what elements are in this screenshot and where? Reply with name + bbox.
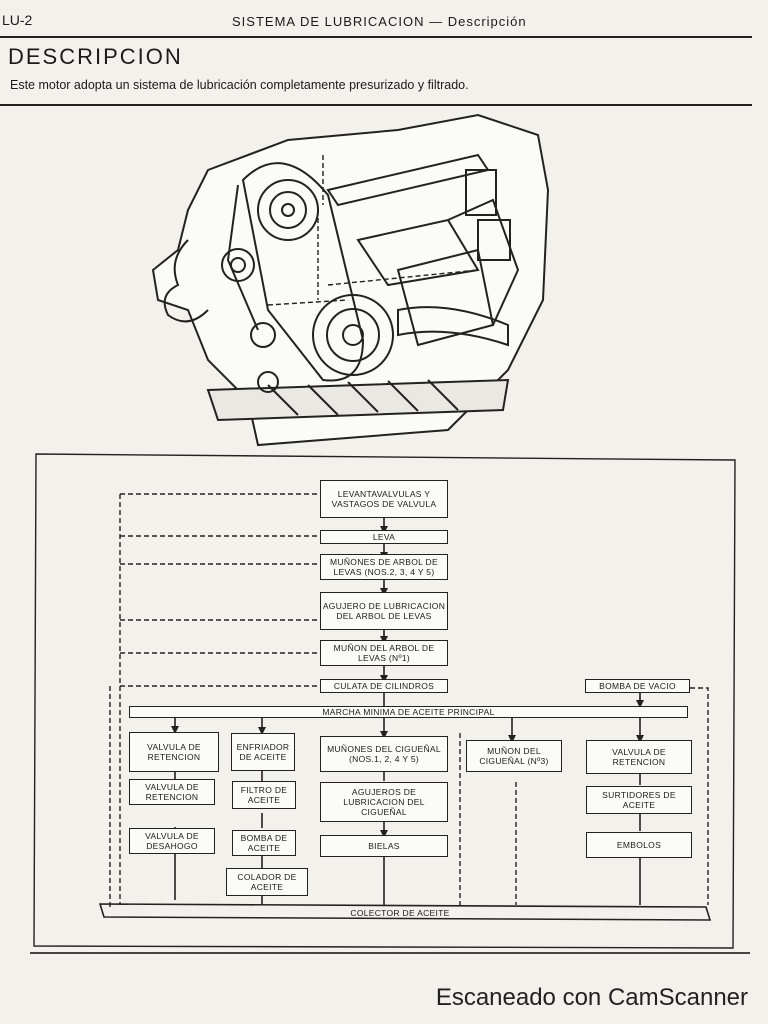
header-rule bbox=[0, 36, 752, 38]
intro-text: Este motor adopta un sistema de lubricac… bbox=[10, 78, 469, 92]
box-embolos: EMBOLOS bbox=[586, 832, 692, 858]
box-munon-arbol-1: MUÑON DEL ARBOL DE LEVAS (Nº1) bbox=[320, 640, 448, 666]
box-bomba-vacio: BOMBA DE VACIO bbox=[585, 679, 690, 693]
box-surtidores: SURTIDORES DE ACEITE bbox=[586, 786, 692, 814]
box-levantavalvulas: LEVANTAVALVULAS Y VASTAGOS DE VALVULA bbox=[320, 480, 448, 518]
intro-rule bbox=[0, 104, 752, 106]
box-valvula-retencion-1: VALVULA DE RETENCION bbox=[129, 732, 219, 772]
box-valvula-desahogo: VALVULA DE DESAHOGO bbox=[129, 828, 215, 854]
box-marcha-minima: MARCHA MINIMA DE ACEITE PRINCIPAL bbox=[129, 706, 688, 718]
box-valvula-retencion-right: VALVULA DE RETENCION bbox=[586, 740, 692, 774]
box-leva: LEVA bbox=[320, 530, 448, 544]
engine-illustration bbox=[151, 113, 550, 447]
page-number: LU-2 bbox=[2, 12, 33, 28]
box-munon-ciguenal-3: MUÑON DEL CIGUEÑAL (Nº3) bbox=[466, 740, 562, 772]
box-culata: CULATA DE CILINDROS bbox=[320, 679, 448, 693]
bottom-rule bbox=[30, 952, 750, 954]
box-filtro: FILTRO DE ACEITE bbox=[232, 781, 296, 809]
box-valvula-retencion-2: VALVULA DE RETENCION bbox=[129, 779, 215, 805]
box-munones-ciguenal: MUÑONES DEL CIGUEÑAL (Nos.1, 2, 4 y 5) bbox=[320, 736, 448, 772]
box-colador: COLADOR DE ACEITE bbox=[226, 868, 308, 896]
page-header: LU-2 SISTEMA DE LUBRICACION — Descripció… bbox=[0, 8, 768, 36]
camscanner-watermark: Escaneado con CamScanner bbox=[435, 984, 748, 1011]
page-title: DESCRIPCION bbox=[8, 44, 183, 69]
section-title: SISTEMA DE LUBRICACION — Descripción bbox=[232, 14, 527, 29]
label-colector: COLECTOR DE ACEITE bbox=[350, 908, 450, 918]
box-enfriador: ENFRIADOR DE ACEITE bbox=[231, 733, 295, 771]
box-agujero-arbol: AGUJERO DE LUBRICACION DEL ARBOL DE LEVA… bbox=[320, 592, 448, 630]
box-bomba-aceite: BOMBA DE ACEITE bbox=[232, 830, 296, 856]
box-bielas: BIELAS bbox=[320, 835, 448, 857]
box-agujeros-ciguenal: AGUJEROS DE LUBRICACION DEL CIGUEÑAL bbox=[320, 782, 448, 822]
box-munones-arbol: MUÑONES DE ARBOL DE LEVAS (Nos.2, 3, 4 y… bbox=[320, 554, 448, 580]
